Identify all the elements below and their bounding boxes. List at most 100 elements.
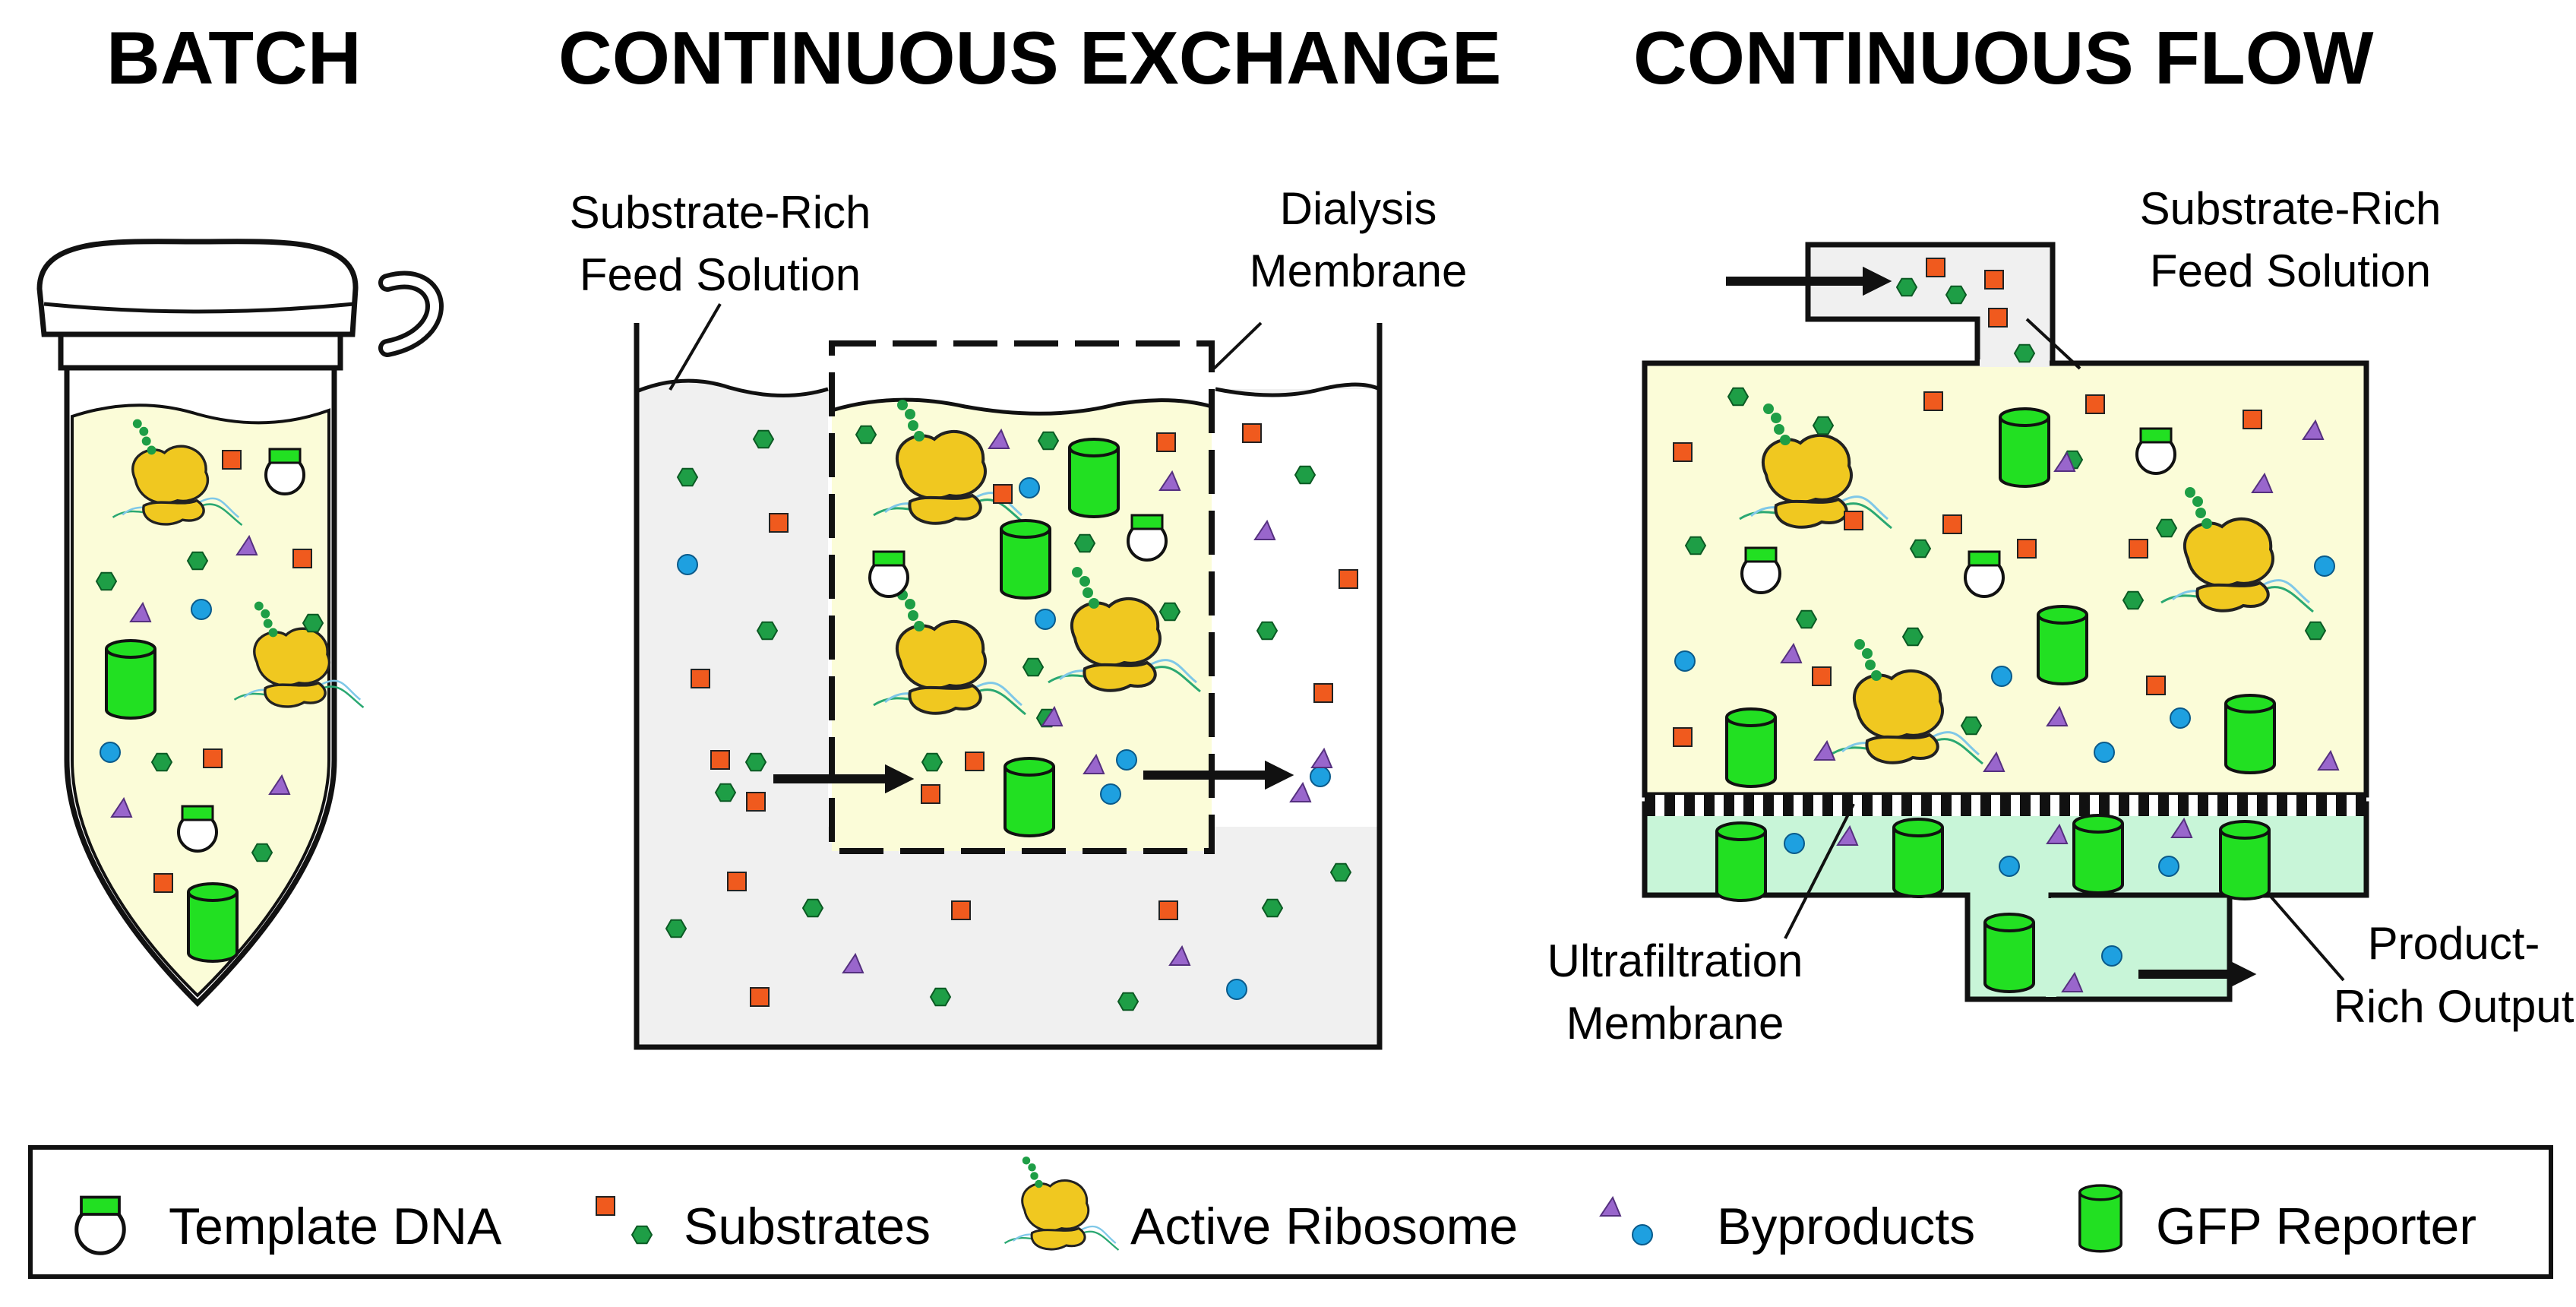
substrate-hexagon <box>715 783 736 802</box>
substrate-hexagon <box>1038 431 1059 451</box>
gfp-reporter-icon <box>2078 1184 2122 1253</box>
byproduct-circle <box>1784 833 1805 854</box>
substrate-square <box>727 872 747 891</box>
tube-cap <box>36 239 359 337</box>
exchange-vessel <box>634 302 1383 1050</box>
substrate-square <box>1156 432 1176 452</box>
substrate-hexagon <box>1256 621 1278 641</box>
exchange-membrane-label-1: Dialysis <box>1280 183 1437 234</box>
substrate-hexagon <box>921 752 943 772</box>
byproduct-circle <box>1019 477 1040 498</box>
substrate-square <box>153 873 173 893</box>
substrate-hexagon-icon <box>631 1225 653 1245</box>
legend-ribosome: Active Ribosome <box>1130 1198 1518 1255</box>
substrate-square <box>965 752 985 771</box>
gfp-reporter <box>1892 818 1944 898</box>
substrate-square <box>1313 683 1333 703</box>
substrate-hexagon <box>1159 602 1181 622</box>
substrate-square <box>2243 410 2262 429</box>
legend-template-dna: Template DNA <box>169 1198 502 1255</box>
substrate-square <box>2129 539 2148 559</box>
substrate-hexagon <box>251 843 273 862</box>
legend: Template DNA Substrates Active Ribosome … <box>28 1145 2553 1279</box>
template-dna <box>1964 550 2005 598</box>
ultrafiltration-leader-line <box>1784 803 1855 939</box>
template-dna <box>2135 427 2176 475</box>
flow-feed-leader-line <box>2025 318 2081 370</box>
byproduct-circle <box>2170 707 2191 729</box>
byproduct-circle <box>100 742 121 763</box>
substrate-square <box>1984 270 2004 290</box>
byproduct-triangle <box>1254 521 1275 540</box>
substrate-hexagon <box>757 621 778 641</box>
substrate-hexagon <box>1685 536 1706 555</box>
substrate-square <box>1339 569 1358 589</box>
substrate-square <box>2146 676 2166 695</box>
gfp-reporter <box>1999 407 2050 488</box>
template-dna <box>868 550 909 598</box>
feed-leader-line <box>668 302 722 391</box>
substrate-hexagon <box>1945 285 1967 305</box>
flow-reactor <box>1642 242 2369 1002</box>
flow-feed-label-1: Substrate-Rich <box>2140 183 2442 234</box>
substrate-square <box>292 549 312 568</box>
byproduct-circle <box>1116 749 1137 771</box>
substrate-square <box>691 669 710 688</box>
gfp-reporter <box>187 882 239 963</box>
substrate-hexagon <box>1796 609 1817 629</box>
output-label-1: Product- <box>2368 918 2540 969</box>
substrate-hexagon <box>1961 716 1982 736</box>
exchange-membrane-label-2: Membrane <box>1250 245 1468 296</box>
gfp-reporter <box>1725 707 1777 788</box>
substrate-hexagon <box>1294 465 1316 485</box>
ultrafiltration-label-2: Membrane <box>1566 998 1784 1049</box>
substrate-hexagon <box>745 752 766 772</box>
byproduct-circle <box>1226 979 1247 1000</box>
substrate-square <box>921 784 940 804</box>
output-leader-line <box>2266 891 2345 982</box>
substrate-hexagon <box>665 919 687 938</box>
substrate-square <box>2085 394 2105 414</box>
gfp-reporter <box>105 639 156 720</box>
substrate-hexagon <box>151 752 172 772</box>
byproduct-circle <box>1999 856 2020 877</box>
byproduct-circle <box>1991 666 2012 687</box>
substrate-hexagon <box>2122 590 2144 610</box>
gfp-reporter <box>2224 694 2276 774</box>
substrate-hexagon <box>855 425 877 445</box>
substrate-square <box>1673 442 1693 462</box>
substrate-hexagon <box>2305 621 2326 641</box>
exchange-feed-label-2: Feed Solution <box>580 249 861 300</box>
gfp-reporter <box>2072 814 2124 894</box>
exchange-feed-label-1: Substrate-Rich <box>570 187 871 238</box>
gfp-reporter <box>1000 519 1051 600</box>
exchange-title: CONTINUOUS EXCHANGE <box>558 16 1501 100</box>
substrate-square <box>1673 727 1693 747</box>
substrate-square <box>2017 539 2037 559</box>
substrate-hexagon <box>1074 533 1095 553</box>
substrate-hexagon <box>753 429 774 449</box>
byproduct-circle <box>2094 742 2115 763</box>
substrate-hexagon <box>1117 992 1139 1011</box>
batch-title: BATCH <box>106 16 362 100</box>
byproduct-circle <box>2101 945 2122 967</box>
template-dna <box>1127 514 1168 562</box>
byproduct-circle <box>1674 650 1696 672</box>
membrane-leader-line <box>1212 321 1263 370</box>
dialysis-membrane <box>829 340 1215 854</box>
template-dna <box>1740 546 1781 594</box>
substrate-hexagon <box>1896 277 1917 297</box>
flow-title: CONTINUOUS FLOW <box>1633 16 2374 100</box>
substrate-square <box>1158 900 1178 920</box>
substrate-square <box>1988 308 2008 328</box>
gfp-reporter <box>1004 757 1055 837</box>
substrate-hexagon <box>1022 657 1044 677</box>
substrate-hexagon <box>1262 898 1283 918</box>
gfp-reporter <box>2037 605 2088 685</box>
legend-byproducts: Byproducts <box>1717 1198 1975 1255</box>
legend-gfp: GFP Reporter <box>2156 1198 2476 1255</box>
legend-box <box>28 1145 2553 1279</box>
flow-feed-label-2: Feed Solution <box>2150 245 2431 296</box>
substrate-hexagon <box>1330 862 1351 882</box>
byproduct-circle <box>1100 783 1121 805</box>
